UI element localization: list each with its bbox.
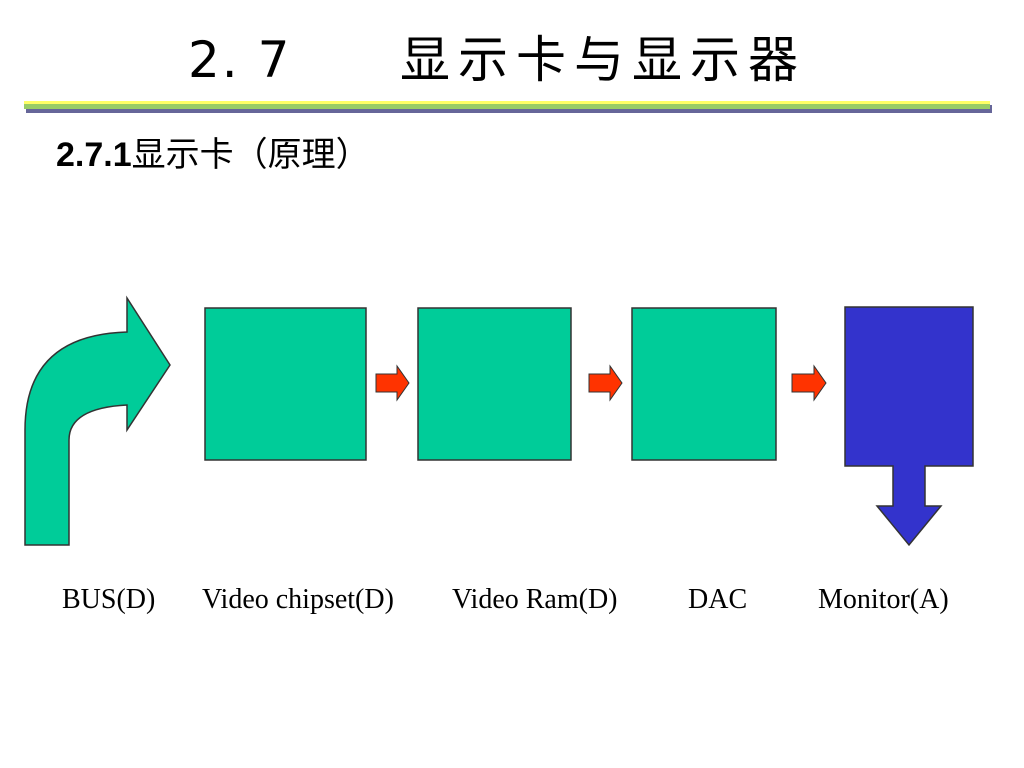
- ram-box: [417, 307, 572, 461]
- label-monitor: Monitor(A): [818, 584, 949, 615]
- slide-title: 2. 7 显示卡与显示器: [0, 22, 1024, 102]
- title-divider: [24, 101, 992, 113]
- label-chipset: Video chipset(D): [202, 584, 394, 615]
- label-ram: Video Ram(D): [452, 584, 618, 615]
- divider-bar-green: [24, 102, 990, 109]
- connector-arrow-2: [588, 364, 623, 402]
- subtitle-text: 显示卡（原理）: [131, 135, 370, 175]
- subtitle-number: 2.7.1: [56, 136, 132, 174]
- divider-bar-yellow: [24, 101, 990, 104]
- bus-arrow: [24, 295, 171, 546]
- monitor-shape: [844, 306, 974, 547]
- chipset-box: [204, 307, 367, 461]
- section-subtitle: 2.7.1显示卡（原理）: [56, 133, 370, 177]
- label-bus: BUS(D): [62, 584, 156, 615]
- dac-box: [631, 307, 777, 461]
- connector-arrow-3: [791, 364, 827, 402]
- title-text: 显示卡与显示器: [400, 31, 806, 89]
- label-dac: DAC: [688, 584, 748, 615]
- connector-arrow-1: [375, 364, 410, 402]
- title-number: 2. 7: [188, 31, 292, 89]
